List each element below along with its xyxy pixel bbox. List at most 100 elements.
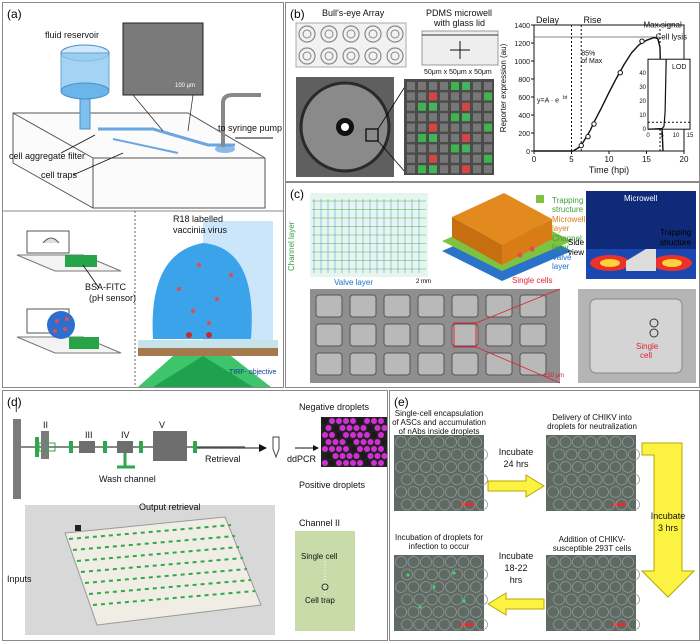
microwell-cell [440,154,448,163]
droplet-outline [407,486,420,498]
droplet [374,425,381,431]
microwell-cell [473,154,481,163]
droplet [339,425,346,431]
y-tick-label: 800 [518,77,530,84]
droplet [378,418,384,424]
label-single-cell-d: Single cell [301,552,338,561]
droplet [381,425,387,431]
label-microwell-layer-1: Microwell [552,215,586,224]
droplet-outline [547,606,559,618]
droplet-outline [457,436,470,448]
bullseye-ring [346,29,356,39]
microwell [485,294,513,318]
microwell-cell [418,102,426,111]
droplet-outline [476,618,488,631]
panel-a: (a) [2,2,284,388]
microwell-cell [440,92,448,101]
microwell-cell [429,123,437,132]
label-roman-5: V [159,420,166,430]
droplet-outline [463,473,476,486]
droplet-outline [597,606,609,618]
bullseye-ring [390,29,400,39]
microwell-cell [407,92,415,101]
droplet [371,432,377,438]
droplet [343,460,349,466]
label-side-1: Side [568,238,585,247]
panel-d-label: (d) [7,395,22,409]
sequential-chambers-diagram [13,419,245,499]
panel-b-label: (b) [290,7,305,21]
droplet [374,453,381,459]
droplet-outline [584,606,597,618]
droplet [339,453,346,459]
droplet [325,453,332,459]
label-trapping-1: Trapping [660,228,692,237]
droplet-outline [432,486,445,498]
droplet-outline [578,498,590,511]
droplet [367,439,374,445]
droplet-outline [615,473,628,486]
droplet-outline [438,448,451,461]
infected-cell [432,585,436,589]
single-cell-zoom [578,289,696,383]
droplet [378,460,384,466]
data-point [639,38,645,44]
droplet-outline [426,618,438,631]
droplet [360,425,367,431]
droplet-outline [476,448,488,461]
label-trap-1: Trapping [552,196,584,205]
droplet-outline [470,461,482,473]
droplet-outline [463,448,476,461]
label-inputs: Inputs [7,574,32,584]
microwell-cell [451,82,459,90]
microwell-cell [462,82,470,90]
droplet [357,446,363,452]
step-4-text: Incubation of droplets for infection to … [394,533,484,552]
x-tick-label: 10 [605,155,614,164]
droplet-outline [578,618,590,631]
label-roman-3: III [85,430,93,440]
microwell-cell [462,144,470,153]
droplet [364,418,370,424]
step-1-text: Single-cell encapsulation of ASCs and ac… [392,409,486,437]
droplet-outline [559,556,572,568]
droplet-grid [321,417,387,467]
panel-d: (d) I II III IV V Wash channel Retrieval… [2,390,388,641]
bullseye-ring [390,51,400,61]
data-point [585,133,591,140]
droplet-outline [438,473,451,486]
droplet-outline [432,606,445,618]
infected-cell [406,573,410,577]
zoom-line [475,288,561,324]
droplet-outline [463,568,476,581]
droplet-outline [559,486,572,498]
droplet [329,446,335,452]
droplet-outline [597,436,609,448]
label-filter: cell aggregate filter [9,151,86,161]
microwell-cell [429,154,437,163]
device-row [88,579,252,595]
label-tirf: TIRF- objective [229,369,277,376]
microwell [417,294,445,318]
device-row [92,590,256,606]
label-of-max: of Max [581,58,603,65]
microwell-cell [484,165,492,174]
bullseye-ring [320,47,338,65]
microwell-cell [473,134,481,142]
droplet-outline [401,593,413,606]
inset-frame [647,58,691,130]
label-ph: (pH sensor) [89,293,137,303]
bullseye-ring [386,25,404,43]
infected-cell [452,571,456,575]
zoom-line [475,346,561,384]
microwell-cell [451,92,459,101]
microwell-cell [418,113,426,122]
droplet-outline [445,606,457,618]
droplet-outline [395,556,407,568]
droplet-outline [420,436,432,448]
droplet-outline [584,581,597,593]
droplet-outline [445,581,457,593]
label-rise: Rise [584,15,602,25]
droplet-outline [407,556,420,568]
droplet-outline [578,473,590,486]
